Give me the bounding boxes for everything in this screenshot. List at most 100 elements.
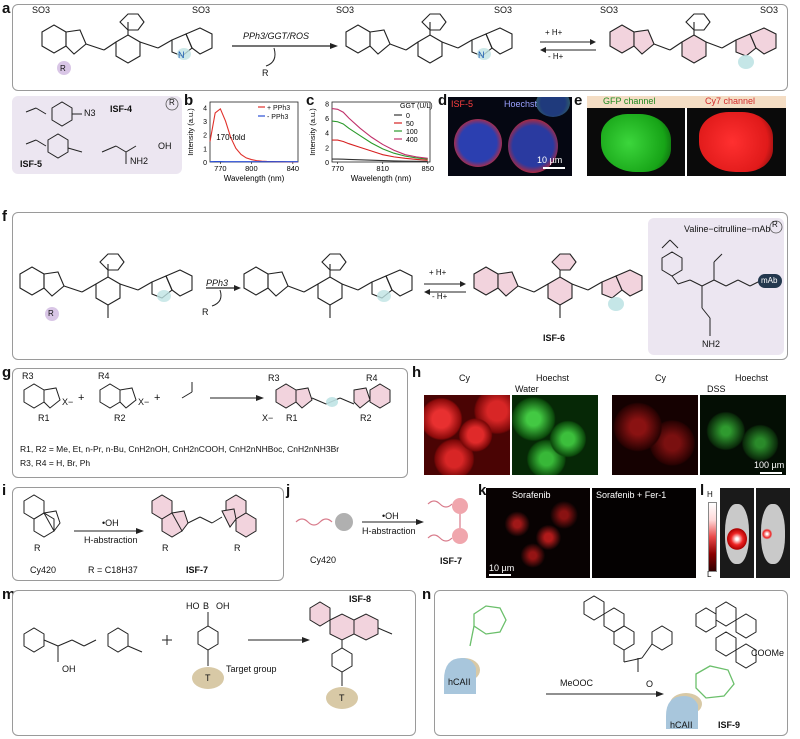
g-r2: R2 xyxy=(114,413,126,423)
i-r-def: R = C18H37 xyxy=(88,565,138,575)
fold-annotation: 170-fold xyxy=(216,133,245,142)
legend-entry: + PPh3 xyxy=(267,105,290,112)
legend-entry: 400 xyxy=(406,137,418,144)
a-r-definitions-box xyxy=(12,96,182,174)
g-substituents-line1: R1, R2 = Me, Et, n-Pr, n-Bu, CnH2nOH, Cn… xyxy=(20,444,340,454)
g-r1: R1 xyxy=(38,413,50,423)
panel-n-scheme xyxy=(444,595,757,729)
a-isf4-label: ISF-4 xyxy=(110,104,133,114)
panel-n-box xyxy=(434,590,788,736)
a-n3: N3 xyxy=(84,108,96,118)
a-r-def-badge: R xyxy=(169,98,175,107)
y-tick-label: 4 xyxy=(325,131,329,138)
k-sorafenib-image xyxy=(486,488,590,578)
h-water-hoechst-image xyxy=(512,395,598,475)
y-tick-label: 2 xyxy=(203,133,207,140)
panel-m-scheme xyxy=(23,601,393,709)
panel-g-scheme xyxy=(23,382,391,409)
panel-label-n: n xyxy=(422,586,432,603)
svg-text:N: N xyxy=(178,50,185,60)
j-oh: •OH xyxy=(382,511,399,521)
g-xminus-2: X− xyxy=(138,397,150,407)
f-isf6-label: ISF-6 xyxy=(543,333,566,343)
g-xminus-1: X− xyxy=(62,397,74,407)
panel-g-box xyxy=(12,368,408,478)
e-gfp-image xyxy=(587,108,685,176)
g-xminus-product: X− xyxy=(262,413,274,423)
g-r3-product: R3 xyxy=(268,373,280,383)
n-o: O xyxy=(646,679,654,689)
g-r1-product: R1 xyxy=(286,413,298,423)
y-axis-label: Intensity (a.u.) xyxy=(186,108,195,156)
panel-label-h: h xyxy=(412,364,422,381)
m-boh-ho: HO xyxy=(186,601,200,611)
j-cy420: Cy420 xyxy=(310,555,337,565)
g-substituents-line2: R3, R4 = H, Br, Ph xyxy=(20,458,91,468)
i-habs: H-abstraction xyxy=(84,535,138,545)
y-axis-label: Intensity (a.u.) xyxy=(308,108,317,156)
panel-label-b: b xyxy=(184,92,194,109)
e-cy7-image xyxy=(687,108,786,176)
series-line-50 xyxy=(332,139,428,161)
a-so3-2: SO3 xyxy=(192,5,211,15)
panel-m-box xyxy=(12,590,416,736)
g-plus-2: + xyxy=(154,392,161,404)
n-hcaii-1: hCAII xyxy=(448,677,471,687)
panel-label-f: f xyxy=(2,208,7,225)
g-r4-product: R4 xyxy=(366,373,378,383)
panel-label-c: c xyxy=(306,92,315,109)
panel-label-g: g xyxy=(2,364,12,381)
h-col2-label: Hoechst xyxy=(536,373,570,383)
k-scale-bar xyxy=(489,574,511,576)
panel-j-scheme xyxy=(295,498,468,544)
y-tick-label: 1 xyxy=(203,146,207,153)
g-r4: R4 xyxy=(98,371,110,381)
f-h-plus: + H+ xyxy=(429,268,447,277)
k-label-sorafenib: Sorafenib xyxy=(512,490,551,500)
a-so3-3: SO3 xyxy=(336,5,355,15)
n-meooc: MeOOC xyxy=(560,678,594,688)
y-tick-label: 8 xyxy=(325,101,329,108)
f-linker-structure xyxy=(661,220,783,336)
h-col4-label: Hoechst xyxy=(735,373,769,383)
a-oh: OH xyxy=(158,141,172,151)
series-line-400 xyxy=(331,108,428,159)
panel-label-e: e xyxy=(574,92,583,109)
d-scale-bar xyxy=(543,167,565,169)
m-target-label: Target group xyxy=(226,664,277,674)
a-so3-4: SO3 xyxy=(494,5,513,15)
series-line-0 xyxy=(332,158,428,162)
x-tick-label: 770 xyxy=(331,164,344,173)
l-scale-high: H xyxy=(707,490,713,499)
n-hcaii-2: hCAII xyxy=(670,720,693,730)
x-tick-label: 800 xyxy=(245,164,258,173)
h-water-label: Water xyxy=(515,384,539,394)
j-habs: H-abstraction xyxy=(362,526,416,536)
f-r-def-badge: R xyxy=(772,220,778,229)
l-color-scale xyxy=(708,502,717,572)
a-reagent: PPh3/GGT/ROS xyxy=(243,31,310,41)
panel-label-i: i xyxy=(2,482,7,499)
n-coome: COOMe xyxy=(751,648,785,658)
m-t-badge-1: T xyxy=(205,673,211,683)
y-tick-label: 3 xyxy=(203,119,207,126)
h-water-cy-image xyxy=(424,395,510,475)
m-boh-b: B xyxy=(203,601,210,611)
legend-title: GGT (U/L) xyxy=(400,103,433,110)
g-r2-product: R2 xyxy=(360,413,372,423)
g-plus-1: + xyxy=(78,392,85,404)
a-r-leaving: R xyxy=(262,68,269,78)
e-label-gfp: GFP channel xyxy=(603,96,656,106)
m-isf8-label: ISF-8 xyxy=(349,594,372,604)
y-tick-label: 2 xyxy=(325,145,329,152)
x-tick-label: 810 xyxy=(376,164,389,173)
e-header-bar xyxy=(587,96,786,108)
panel-a-scheme: N N xyxy=(41,13,777,75)
i-r-start: R xyxy=(34,543,41,553)
f-r-badge: R xyxy=(48,309,54,318)
panel-label-d: d xyxy=(438,92,448,109)
n-isf9-label: ISF-9 xyxy=(718,720,741,730)
d-label-hoechst: Hoechst xyxy=(504,99,538,109)
d-label-isf5: ISF-5 xyxy=(451,99,474,109)
